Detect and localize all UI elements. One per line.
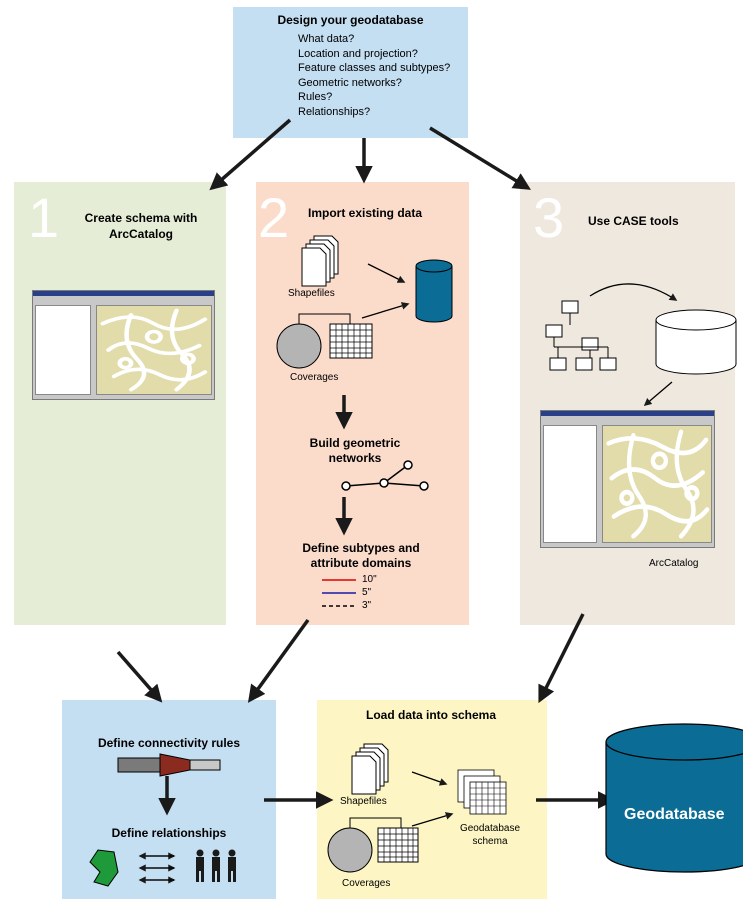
map-preview — [96, 305, 212, 395]
panel-3-case-tools — [520, 182, 735, 625]
coverages-label: Coverages — [290, 372, 339, 383]
panel-1-title-line: ArcCatalog — [108, 227, 173, 241]
schema-line: Geodatabase — [459, 823, 521, 834]
geodatabase-label: Geodatabase — [624, 806, 725, 823]
design-panel — [233, 7, 468, 138]
define-subtypes-line: attribute domains — [310, 556, 412, 570]
design-title: Design your geodatabase — [277, 13, 424, 27]
design-question: Geometric networks? — [298, 76, 402, 89]
legend-label-10: 10" — [362, 574, 377, 585]
catalog-tree — [35, 305, 92, 395]
repository-line: MS — [688, 339, 704, 350]
arccatalog-screenshot — [32, 290, 215, 400]
shapefiles-label: Shapefiles — [288, 288, 335, 299]
geodatabase-cylinder — [605, 723, 743, 873]
legend-label-5: 5" — [362, 587, 372, 598]
build-networks-label: Build geometric networks — [285, 436, 425, 466]
arrow-panel-2-to-rules — [247, 618, 310, 703]
design-question: Relationships? — [298, 105, 371, 118]
panel-1-create-schema — [14, 182, 226, 625]
panel-1-title-line: Create schema with — [84, 211, 198, 225]
street-map-graphic — [100, 308, 208, 392]
design-question: Location and projection? — [298, 47, 418, 60]
panel-2-number: 2 — [258, 186, 290, 249]
panel-1-title: Create schema with ArcCatalog — [66, 210, 216, 242]
load-title: Load data into schema — [366, 708, 497, 722]
repository-line: Repository — [672, 352, 720, 363]
connectivity-panel — [62, 700, 276, 899]
schema-line: schema — [472, 836, 508, 847]
define-subtypes-line: Define subtypes and — [302, 541, 420, 555]
build-networks-line: networks — [328, 451, 382, 465]
panel-3-number: 3 — [533, 186, 565, 249]
design-question: What data? — [298, 33, 355, 45]
repository-label: MS Repository — [656, 338, 736, 364]
legend-label-3: 3" — [362, 600, 372, 611]
geodatabase-schema-label: Geodatabase schema — [450, 822, 530, 848]
design-question: Rules? — [298, 91, 333, 103]
design-question: Feature classes and subtypes? — [298, 62, 451, 74]
arccatalog-screenshot — [540, 410, 715, 548]
arrow-panel-1-to-rules — [116, 650, 163, 703]
window-titlebar — [33, 291, 214, 296]
panel-2-title: Import existing data — [307, 206, 423, 220]
street-map-graphic — [605, 429, 709, 539]
build-networks-line: Build geometric — [309, 436, 401, 450]
arccatalog-caption: ArcCatalog — [649, 558, 699, 569]
map-preview — [601, 425, 712, 543]
arrow-panel-3-to-load — [538, 613, 585, 704]
define-subtypes-label: Define subtypes and attribute domains — [286, 541, 436, 571]
panel-1-number: 1 — [28, 186, 60, 249]
window-titlebar — [541, 411, 714, 416]
relationships-label: Define relationships — [111, 826, 227, 840]
load-shapefiles-label: Shapefiles — [340, 796, 387, 807]
panel-3-title: Use CASE tools — [588, 214, 679, 228]
panel-2-import-data — [256, 182, 469, 625]
design-question-list: What data? Location and projection? Feat… — [298, 32, 450, 119]
load-coverages-label: Coverages — [342, 878, 391, 889]
catalog-tree — [543, 425, 597, 543]
connectivity-rules-label: Define connectivity rules — [97, 736, 241, 750]
